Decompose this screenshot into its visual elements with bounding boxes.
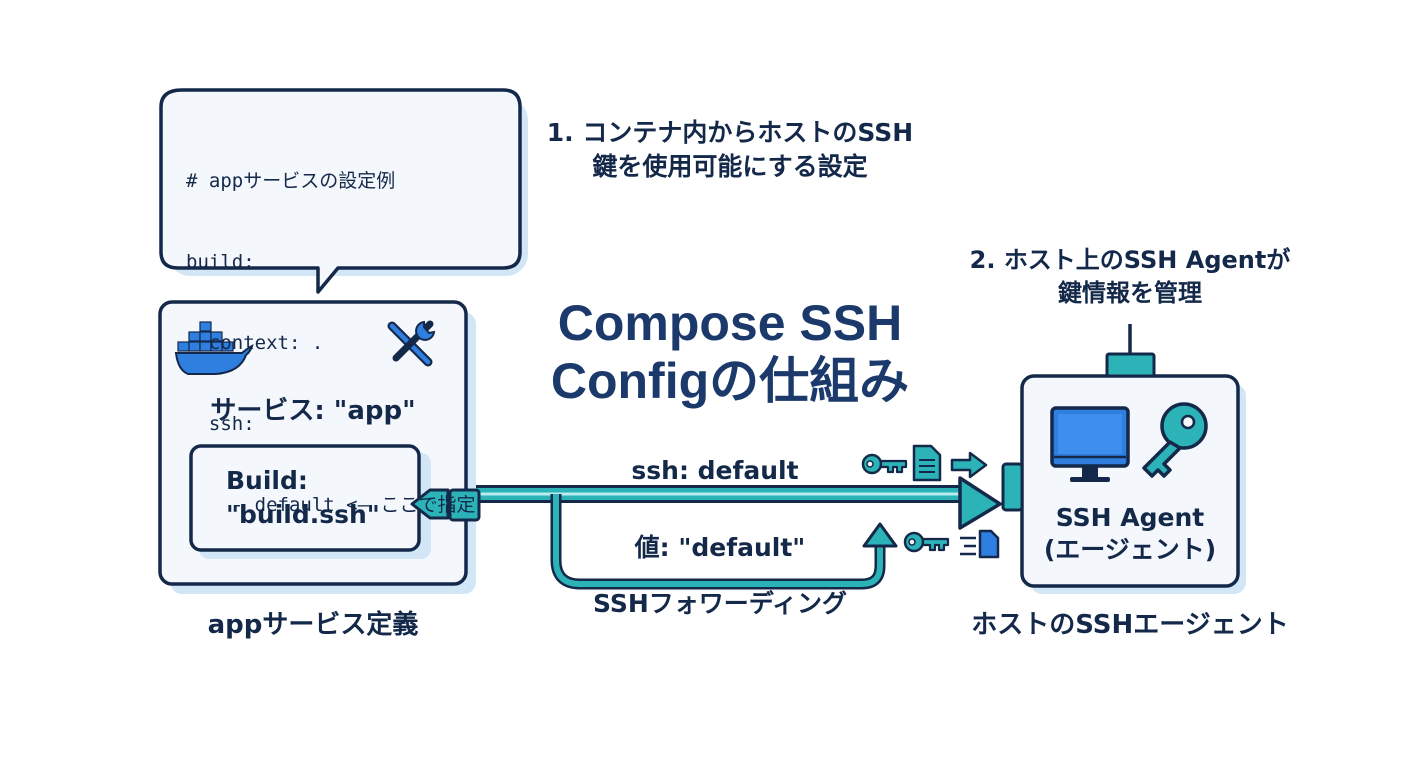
key-lines-document-icons (903, 529, 1000, 559)
code-bubble (159, 88, 528, 294)
key-icon (861, 453, 908, 475)
annotation-1-line2: 鍵を使用可能にする設定 (592, 152, 868, 181)
title-line1: Compose SSH (557, 295, 903, 351)
code-snippet: # appサービスの設定例 build: context: . ssh: - d… (186, 114, 475, 546)
key-icon (903, 531, 950, 553)
annotation-1-line1: 1. コンテナ内からホストのSSH (546, 118, 914, 147)
document-icon (912, 444, 942, 482)
diagram-title: Compose SSH Configの仕組み (520, 294, 940, 410)
service-label: サービス: "app" (210, 396, 416, 426)
code-line: - default <— ここで指定 (186, 494, 476, 516)
annotation-2: 2. ホスト上のSSH Agentが 鍵情報を管理 (930, 244, 1330, 310)
flow-bottom-label: 値: "default" (634, 533, 806, 562)
ssh-flow-arrow (476, 476, 1002, 590)
wrench-screwdriver-icon (387, 320, 436, 367)
document-icon (978, 529, 1000, 559)
build-label-line1: Build: (226, 466, 308, 495)
flow-top-label: ssh: default (631, 456, 799, 485)
code-line: build: (186, 251, 255, 273)
annotation-2-line2: 鍵情報を管理 (1058, 279, 1202, 307)
service-box (158, 300, 476, 594)
agent-label: SSH Agent (エージェント) (1022, 502, 1238, 566)
arrow-right-icon (950, 451, 988, 479)
build-label-line2: "build.ssh" (226, 500, 380, 529)
forwarding-label: SSHフォワーディング (592, 589, 848, 618)
motion-lines-icon (960, 536, 976, 556)
annotation-1: 1. コンテナ内からホストのSSH 鍵を使用可能にする設定 (520, 116, 940, 184)
agent-label-line1: SSH Agent (1055, 503, 1205, 532)
service-caption: appサービス定義 (207, 610, 419, 640)
key-document-arrow-icons (861, 444, 988, 482)
code-line: context: . (186, 332, 324, 354)
code-line: ssh: (186, 413, 255, 435)
agent-label-line2: (エージェント) (1043, 535, 1217, 564)
agent-caption: ホストのSSHエージェント (971, 610, 1289, 640)
title-line2: Configの仕組み (550, 353, 910, 409)
key-icon (1142, 402, 1208, 478)
service-connector (410, 488, 481, 522)
code-line: # appサービスの設定例 (186, 170, 396, 192)
build-label: Build: "build.ssh" (226, 464, 380, 532)
monitor-icon (1050, 406, 1130, 482)
annotation-2-line1: 2. ホスト上のSSH Agentが (969, 246, 1291, 274)
docker-whale-icon (174, 321, 254, 375)
